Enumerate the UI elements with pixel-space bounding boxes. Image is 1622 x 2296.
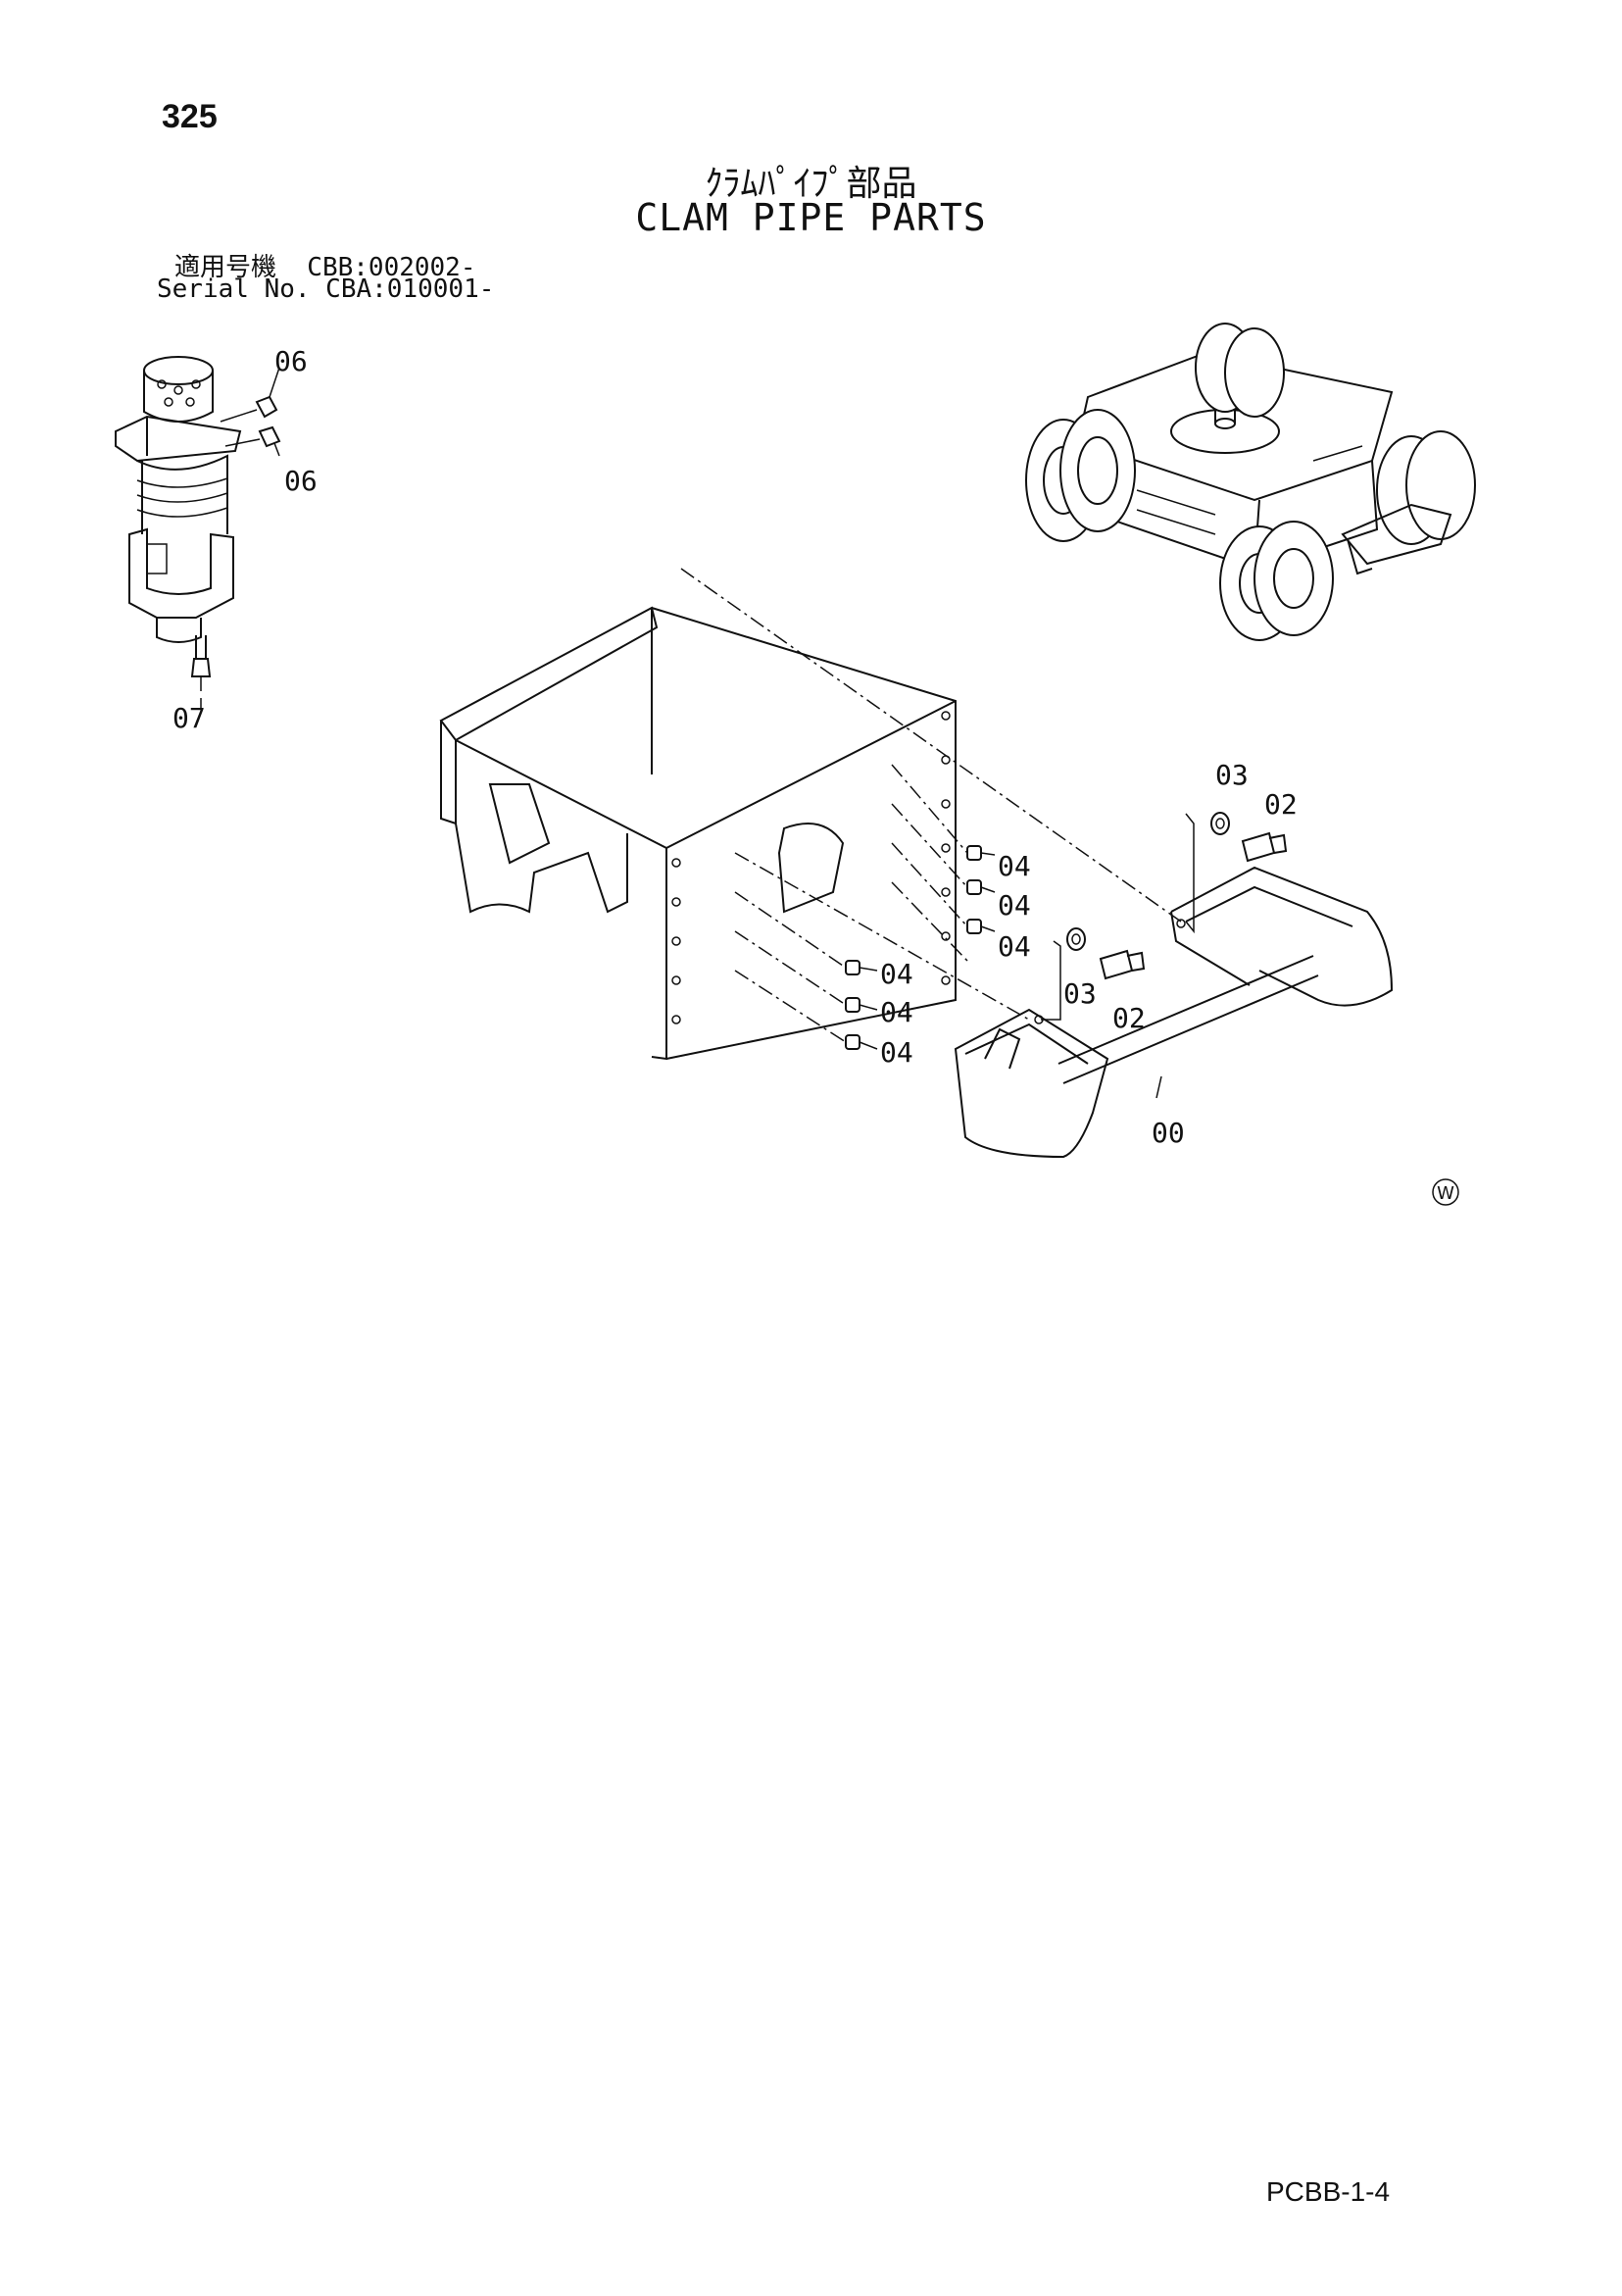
callout-04-1: 04: [998, 850, 1031, 882]
callout-03-right: 03: [1215, 759, 1249, 791]
callout-07: 07: [172, 702, 206, 734]
applicable-model-line: 適用号機 CBB:002002-: [174, 253, 476, 282]
callout-04-6: 04: [880, 1036, 913, 1069]
clam-pipe-illustration: [954, 866, 1394, 1159]
callout-02-left: 02: [1112, 1002, 1146, 1034]
page-title-japanese: ｸﾗﾑﾊﾟｲﾌﾟ部品: [705, 164, 917, 204]
page-title: CLAM PIPE PARTS: [635, 196, 987, 239]
callout-06-lower: 06: [284, 465, 318, 497]
machine-overview-illustration: [1025, 323, 1476, 641]
callout-04-2: 04: [998, 889, 1031, 922]
callout-04-5: 04: [880, 996, 913, 1028]
callout-04-4: 04: [880, 958, 913, 990]
watermark-symbol: W: [1432, 1178, 1459, 1206]
callout-04-3: 04: [998, 930, 1031, 963]
callout-06-upper: 06: [274, 345, 308, 377]
callout-leaders: [859, 852, 1162, 1099]
callout-02-right: 02: [1264, 788, 1298, 821]
callout-03-left: 03: [1063, 977, 1097, 1010]
swivel-joint-illustration: [115, 356, 281, 708]
fasteners: [845, 812, 1288, 1050]
centerlines: [680, 568, 1195, 1043]
callout-00: 00: [1152, 1117, 1185, 1149]
serial-number-line: Serial No. CBA:010001-: [157, 275, 495, 304]
footer-code: PCBB-1-4: [1266, 2176, 1391, 2207]
svg-text:W: W: [1437, 1183, 1454, 1204]
page-number: 325: [162, 98, 218, 135]
frame-section-illustration: [439, 606, 957, 1061]
